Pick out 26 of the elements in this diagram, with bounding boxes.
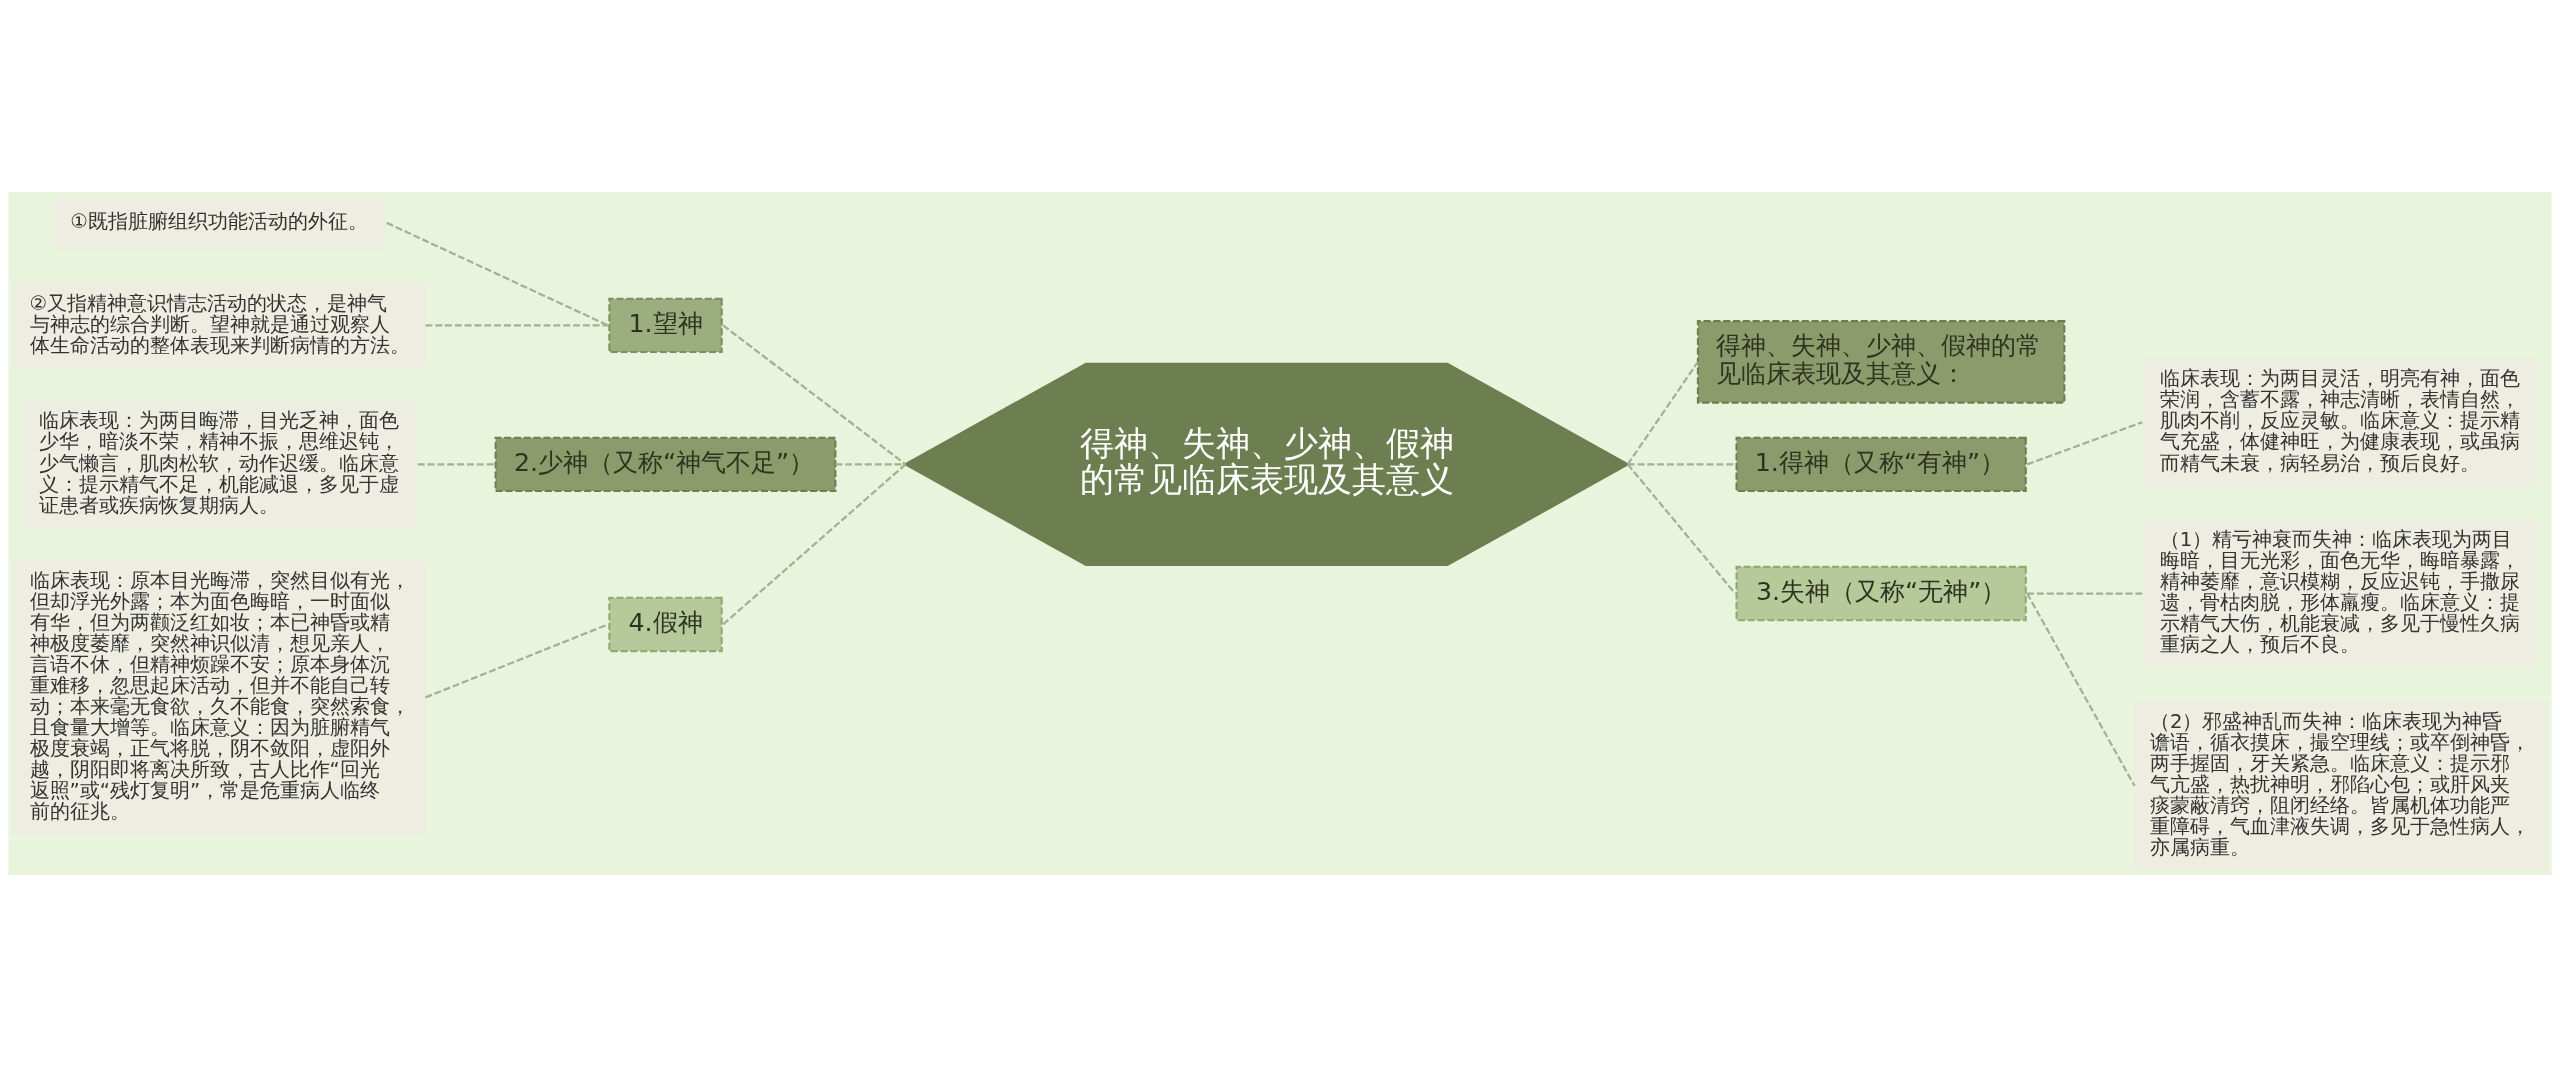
node-box: 临床表现：原本目光晦滞，突然目似有光，但却浮光外露；本为面色晦暗，一时面似有华，但为两颧泛红如妆；本已神昏或精神极度萎靡，突然神识似清，想见亲人，言语不休，但精神烦躁不安；原本身体沉重难移，忽思起床活动，但并不能自己转动；本来毫无食欲，久不能食，突然索食，且食量大增等。临床意义：因为脏腑精气极度衰竭，正气将脱，阴不敛阳，虚阳外越，阴阳即将离决所致，古人比作“回光返照”或“残灯复明”，常是危重病人临终前的征兆。	[13, 560, 427, 835]
node-box: ①既指脏腑组织功能活动的外征。	[53, 196, 386, 250]
connector	[722, 324, 907, 466]
connector	[2026, 592, 2136, 787]
connector	[425, 324, 608, 327]
node-box: 1.得神（又称“有神”）	[1735, 436, 2027, 493]
connector	[2026, 421, 2143, 466]
connector	[722, 463, 907, 626]
node-box: 临床表现：为两目灵活，明亮有神，面色荣润，含蓄不露，神志清晰，表情自然，肌肉不削，反应灵敏。临床意义：提示精气充盛，体健神旺，为健康表现，或虽病而精气未衰，病轻易治，预后良好。	[2143, 358, 2538, 486]
connector	[1626, 463, 1736, 595]
node-box: ②又指精神意识情志活动的状态，是神气与神志的综合判断。望神就是通过观察人体生命活动的整体表现来判断病情的方法。	[13, 282, 427, 368]
connector	[835, 463, 906, 466]
node-box: （2）邪盛神乱而失神：临床表现为神昏谵语，循衣摸床，撮空理线；或卒倒神昏，两手握固，牙关紧急。临床意义：提示邪气亢盛，热扰神明，邪陷心包；或肝风夹痰蒙蔽清窍，阻闭经络。皆属机体功能严重障碍，气血津液失调，多见于急性病人，亦属病重。	[2133, 701, 2547, 871]
node-box: 2.少神（又称“神气不足”）	[494, 436, 837, 493]
connector	[425, 623, 609, 699]
connector	[1627, 463, 1736, 466]
connector	[2027, 592, 2143, 595]
node-box: 得神、失神、少神、假神的常见临床表现及其意义：	[1696, 320, 2066, 404]
node-box: 3.失神（又称“无神”）	[1735, 565, 2027, 622]
connector	[386, 221, 609, 327]
node-box: （1）精亏神衰而失神：临床表现为两目晦暗，目无光彩，面色无华，晦暗暴露，精神萎靡，意识模糊，反应迟钝，手撒尿遗，骨枯肉脱，形体羸瘦。临床意义：提示精气大伤，机能衰减，多见于慢性久病重病之人，预后不良。	[2143, 519, 2538, 668]
node-box: 临床表现：为两目晦滞，目光乏神，面色少华，暗淡不荣，精神不振，思维迟钝，少气懒言，肌肉松软，动作迟缓。临床意义：提示精气不足，机能减退，多见于虚证患者或疾病恢复期病人。	[22, 400, 417, 528]
connector	[417, 463, 496, 466]
node-box: 4.假神	[608, 596, 723, 653]
node-box: 1.望神	[608, 297, 723, 354]
connector	[1626, 361, 1699, 465]
